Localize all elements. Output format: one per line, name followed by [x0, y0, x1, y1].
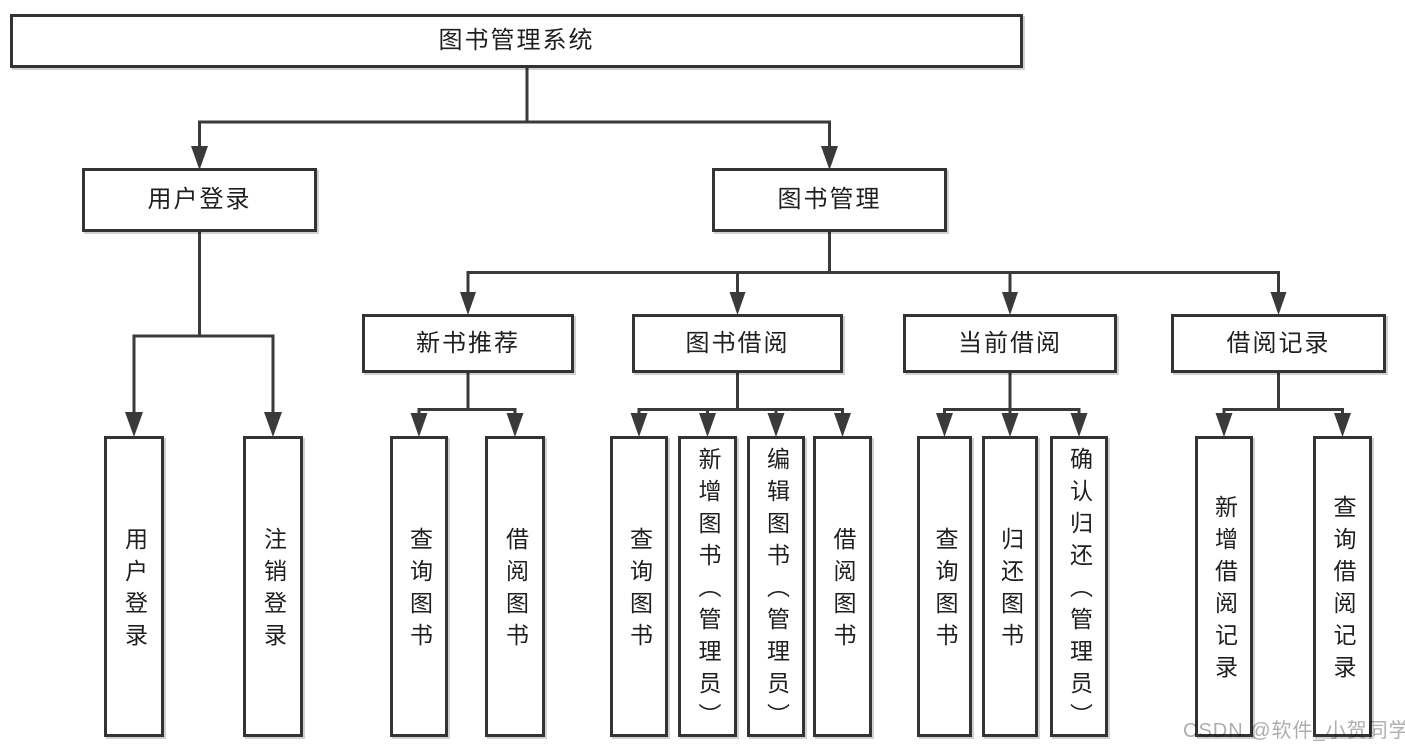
arrowhead	[410, 413, 428, 437]
leaf-add-book-admin: 新增图书（管理员）	[678, 436, 737, 737]
arrowhead	[729, 292, 746, 315]
node-label: 查询图书	[406, 527, 433, 655]
arrowhead	[191, 146, 208, 170]
leaf-user-login: 用户登录	[104, 436, 164, 737]
leaf-confirm-return-admin: 确认归还（管理员）	[1050, 436, 1108, 737]
arrowhead	[834, 413, 851, 437]
connector-current-borrowing-to-leaves	[936, 373, 1088, 437]
node-label: 确认归还（管理员）	[1066, 447, 1093, 735]
leaf-query-borrow-record: 查询借阅记录	[1313, 436, 1372, 737]
arrowhead	[1270, 292, 1287, 315]
node-borrowing-records: 借阅记录	[1171, 314, 1386, 373]
leaf-query-books-recommend: 查询图书	[390, 436, 448, 737]
node-user-login: 用户登录	[82, 168, 317, 232]
connector-book-borrowing-to-leaves	[630, 373, 851, 437]
node-label: 用户登录	[147, 186, 252, 213]
leaf-borrow-books: 借阅图书	[813, 436, 872, 737]
arrowhead	[460, 292, 476, 315]
node-label: 图书管理系统	[438, 27, 595, 54]
node-label: 新增图书（管理员）	[695, 447, 721, 735]
leaf-logout: 注销登录	[243, 436, 303, 737]
node-new-book-recommend: 新书推荐	[362, 314, 574, 373]
leaf-borrow-books-recommend: 借阅图书	[485, 436, 545, 737]
connector-user-login-to-leaves	[125, 232, 282, 437]
arrowhead	[1070, 413, 1088, 437]
leaf-query-books-borrowing: 查询图书	[610, 436, 668, 737]
arrowhead	[1215, 413, 1233, 437]
node-label: 借阅记录	[1226, 329, 1331, 357]
arrowhead	[264, 412, 282, 437]
node-label: 图书管理	[777, 186, 882, 213]
node-label: 借阅图书	[502, 527, 529, 655]
arrowhead	[1334, 413, 1351, 437]
arrowhead	[506, 413, 524, 437]
arrowhead	[821, 146, 838, 170]
node-label: 图书借阅	[685, 329, 790, 357]
node-label: 新书推荐	[416, 329, 520, 357]
leaf-return-books: 归还图书	[982, 436, 1038, 737]
node-book-management: 图书管理	[712, 168, 947, 232]
node-label: 查询图书	[626, 527, 653, 655]
csdn-watermark: CSDN @软件_小贺同学	[1183, 720, 1405, 742]
leaf-add-borrow-record: 新增借阅记录	[1195, 436, 1253, 737]
node-label: 编辑图书（管理员）	[763, 447, 790, 735]
node-label: 查询借阅记录	[1330, 495, 1356, 687]
node-book-borrowing: 图书借阅	[632, 314, 843, 373]
arrowhead	[936, 413, 953, 437]
leaf-edit-book-admin: 编辑图书（管理员）	[747, 436, 805, 737]
leaf-query-books-current: 查询图书	[917, 436, 972, 737]
node-label: 归还图书	[997, 527, 1024, 655]
node-library-system-root: 图书管理系统	[10, 14, 1023, 68]
connector-root-to-level2	[191, 68, 838, 170]
node-current-borrowing: 当前借阅	[903, 314, 1117, 373]
node-label: 查询图书	[932, 527, 958, 655]
arrowhead	[630, 413, 648, 437]
connector-book-management-to-level3	[460, 232, 1287, 315]
node-label: 新增借阅记录	[1211, 495, 1238, 687]
node-label: 用户登录	[121, 527, 148, 655]
node-label: 借阅图书	[830, 527, 856, 655]
connector-new-book-recommend-to-leaves	[410, 373, 524, 437]
arrowhead	[767, 413, 785, 437]
arrowhead	[699, 413, 716, 437]
node-label: 当前借阅	[958, 329, 1062, 357]
node-label: 注销登录	[260, 527, 287, 655]
connector-borrowing-records-to-leaves	[1215, 373, 1351, 437]
arrowhead	[125, 412, 143, 437]
arrowhead	[1002, 292, 1018, 315]
arrowhead	[1001, 413, 1019, 437]
